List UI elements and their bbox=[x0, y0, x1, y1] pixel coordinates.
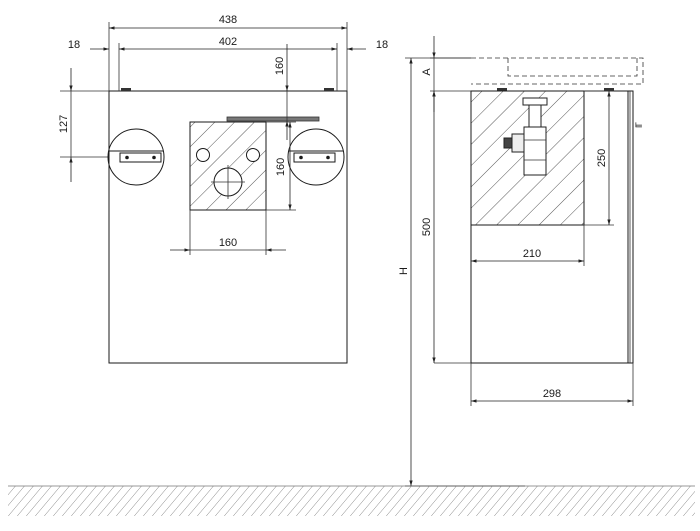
floor bbox=[8, 485, 695, 516]
top-tab-right bbox=[324, 88, 334, 91]
dim-side-left: 18 bbox=[68, 39, 80, 51]
dim-top-offset: A bbox=[421, 68, 433, 76]
water-inlet-left bbox=[196, 148, 210, 162]
dim-height: 500 bbox=[421, 218, 433, 236]
side-tab-right bbox=[604, 88, 614, 91]
side-tab-left bbox=[497, 88, 507, 91]
top-tab-left bbox=[121, 88, 131, 91]
dim-side-right: 18 bbox=[376, 39, 388, 51]
cabinet-front bbox=[108, 90, 348, 364]
dim-siphon-height: 250 bbox=[596, 149, 608, 167]
water-inlet-right bbox=[246, 148, 260, 162]
dim-total-height: H bbox=[398, 267, 410, 275]
drain-bar bbox=[226, 116, 320, 122]
front-view: 438 18 402 18 127 bbox=[58, 14, 388, 364]
dim-inner-width: 402 bbox=[219, 36, 237, 48]
dim-bracket-height: 127 bbox=[58, 115, 70, 133]
dim-depth: 298 bbox=[543, 388, 561, 400]
side-view: ╓ A 500 H 250 bbox=[398, 36, 644, 487]
door-handle: ╓ bbox=[631, 122, 642, 130]
dim-waste-width: 160 bbox=[219, 237, 237, 249]
floor-hatch bbox=[8, 486, 695, 516]
dim-waste-top: 160 bbox=[274, 57, 286, 75]
wall-bracket-left bbox=[107, 128, 165, 186]
siphon bbox=[503, 97, 548, 176]
dim-waste-height: 160 bbox=[275, 158, 287, 176]
basin-bowl bbox=[507, 58, 638, 77]
dim-siphon-depth: 210 bbox=[523, 248, 541, 260]
wall-bracket-right bbox=[287, 128, 345, 186]
basin-outline bbox=[471, 57, 644, 85]
cabinet-door bbox=[627, 90, 634, 364]
plumbing-zone bbox=[189, 121, 267, 211]
dim-overall-width: 438 bbox=[219, 14, 237, 26]
